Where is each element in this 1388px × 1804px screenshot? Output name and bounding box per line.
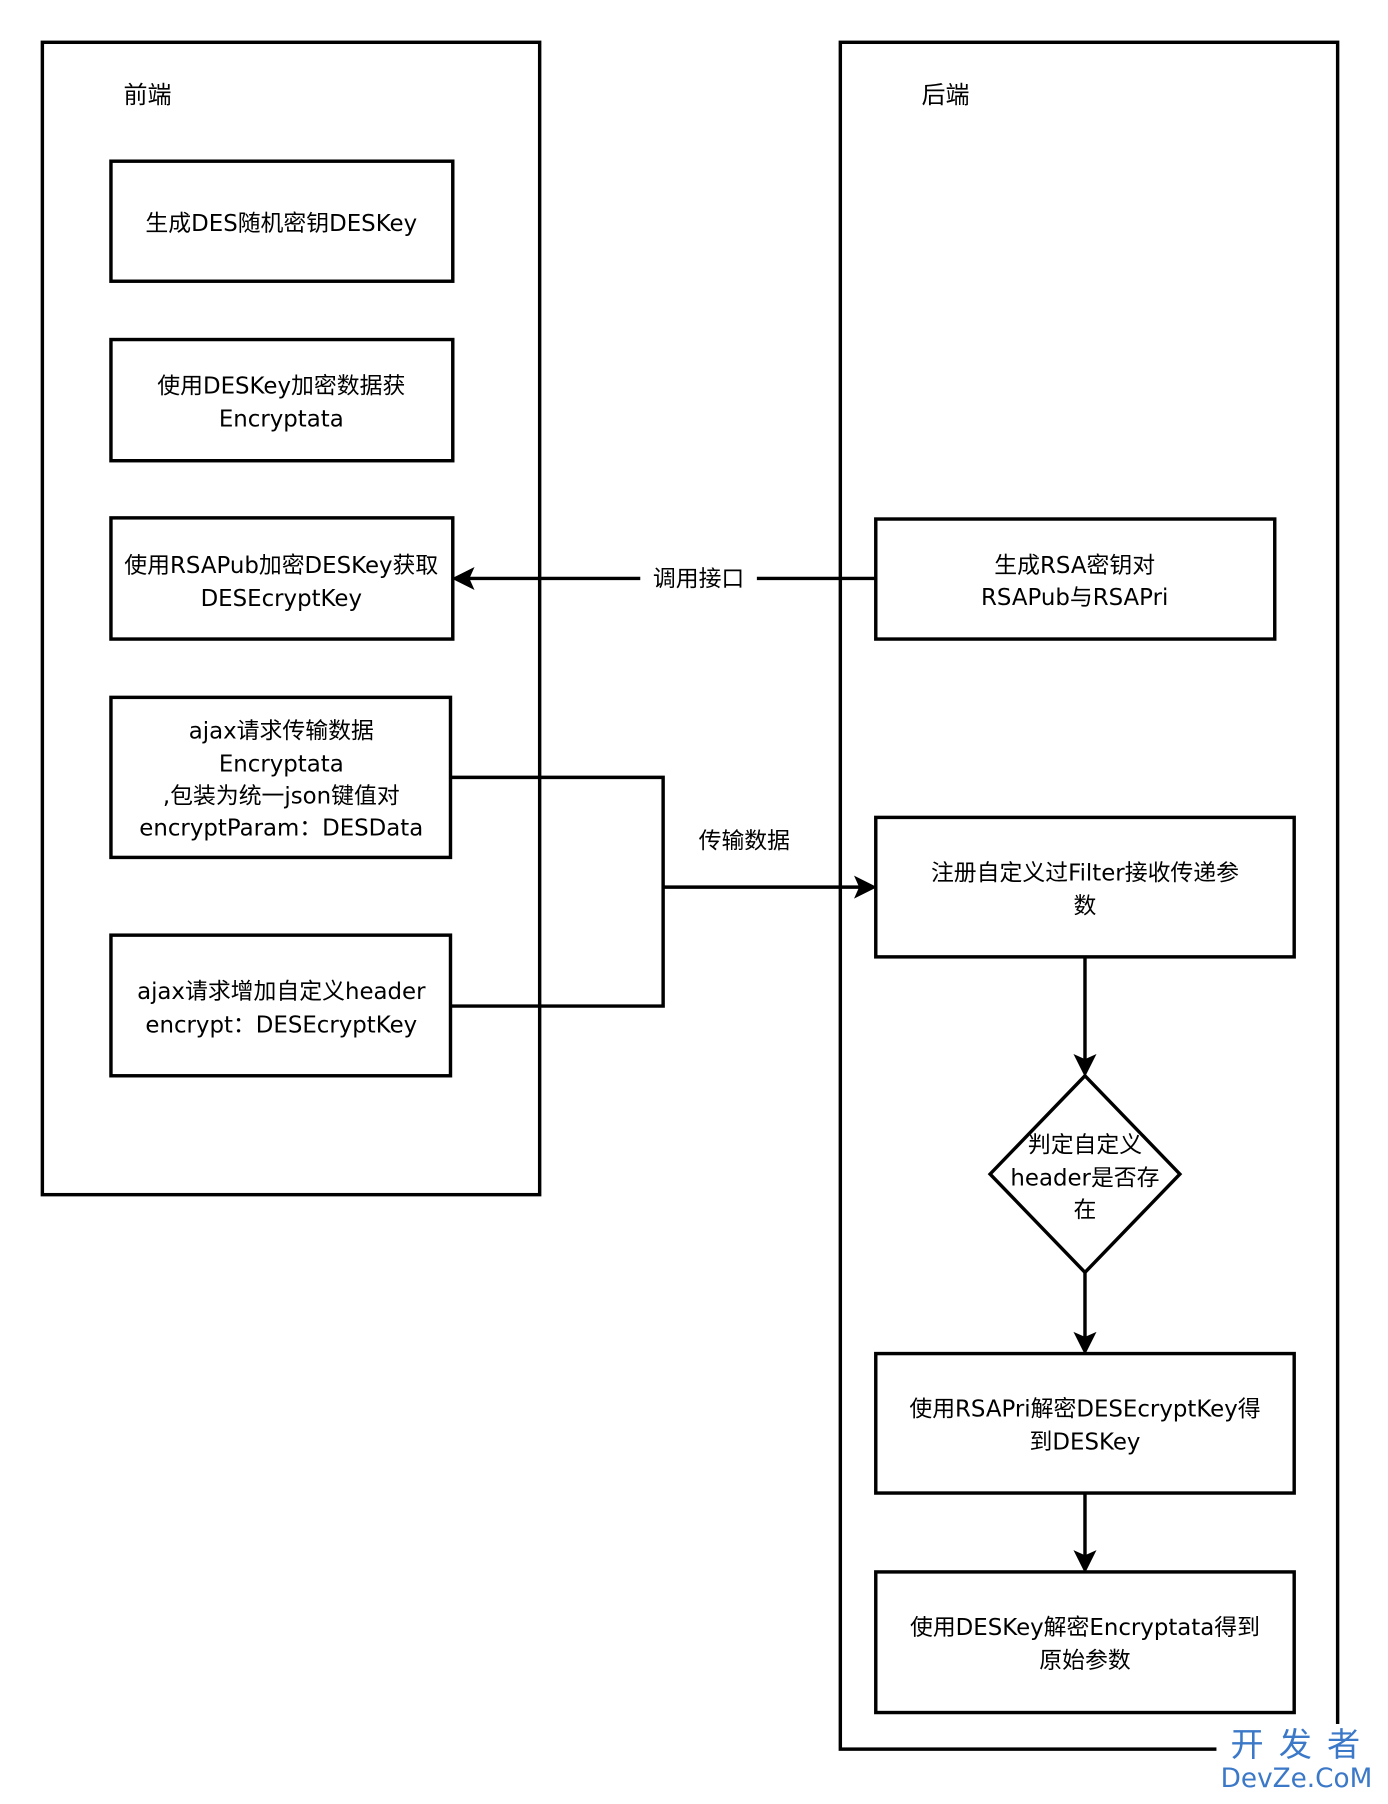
arrow-filter-to-decision-head	[1073, 1054, 1097, 1078]
backend-step-4-line-1: 使用DESKey解密Encryptata得到	[910, 1615, 1260, 1641]
decision-line-2: header是否存	[1010, 1166, 1159, 1192]
frontend-step-4-line-3: ,包装为统一json键值对	[163, 784, 400, 810]
backend-step-decrypt-deskey	[874, 1351, 1296, 1495]
frontend-step-ajax-header	[109, 933, 453, 1078]
arrow-call-api-head	[451, 566, 475, 590]
connector-step4-to-bus	[450, 775, 665, 1008]
frontend-step-5-line-1: ajax请求增加自定义header	[137, 979, 426, 1005]
backend-step-register-filter	[874, 815, 1296, 959]
backend-step-3-line-2: 到DESKey	[1030, 1430, 1141, 1456]
backend-step-2-line-1: 注册自定义过Filter接收传递参	[931, 860, 1239, 886]
backend-step-1-line-1: 生成RSA密钥对	[994, 553, 1155, 579]
frontend-step-encrypt-deskey	[109, 516, 455, 641]
frontend-step-3-line-1: 使用RSAPub加密DESKey获取	[124, 553, 438, 579]
backend-step-3-line-1: 使用RSAPri解密DESEcryptKey得	[909, 1396, 1260, 1422]
backend-panel-title: 后端	[922, 81, 970, 109]
arrow-transfer-head	[854, 875, 878, 899]
decision-line-1: 判定自定义	[1028, 1132, 1142, 1158]
frontend-panel-title: 前端	[124, 81, 172, 109]
frontend-step-3-line-2: DESEcryptKey	[201, 586, 362, 612]
decision-line-3: 在	[1074, 1198, 1097, 1224]
backend-step-generate-rsa	[874, 517, 1277, 641]
watermark-line-1: 开 发 者	[1231, 1725, 1363, 1764]
edge-label-call-api: 调用接口	[653, 566, 744, 592]
watermark-bg	[1216, 1723, 1388, 1804]
frontend-step-2-line-1: 使用DESKey加密数据获	[157, 373, 405, 399]
frontend-step-5-line-2: encrypt：DESEcryptKey	[145, 1012, 417, 1038]
watermark-line-2: DevZe.CoM	[1221, 1764, 1373, 1794]
backend-step-2-line-2: 数	[1074, 893, 1097, 919]
frontend-panel	[40, 40, 542, 1197]
backend-panel	[838, 40, 1340, 1751]
arrow-decrypt-key-to-decrypt-data-head	[1073, 1550, 1097, 1574]
frontend-step-4-line-1: ajax请求传输数据	[189, 719, 374, 745]
frontend-step-4-line-2: Encryptata	[219, 752, 344, 778]
frontend-step-1-line-1: 生成DES随机密钥DESKey	[145, 211, 417, 237]
frontend-step-4-line-4: encryptParam：DESData	[139, 816, 423, 842]
edge-label-transfer: 传输数据	[699, 828, 790, 854]
backend-step-4-line-2: 原始参数	[1039, 1648, 1131, 1674]
frontend-step-encrypt-data	[109, 337, 455, 463]
frontend-step-2-line-2: Encryptata	[219, 406, 344, 432]
frontend-step-ajax-transfer	[109, 695, 453, 860]
edge-label-call-api-bg	[640, 560, 757, 597]
arrow-decision-to-decrypt-key-head	[1073, 1331, 1097, 1355]
backend-step-decrypt-data	[874, 1570, 1296, 1715]
backend-step-1-line-2: RSAPub与RSAPri	[981, 585, 1168, 611]
frontend-step-generate-deskey	[109, 159, 455, 283]
